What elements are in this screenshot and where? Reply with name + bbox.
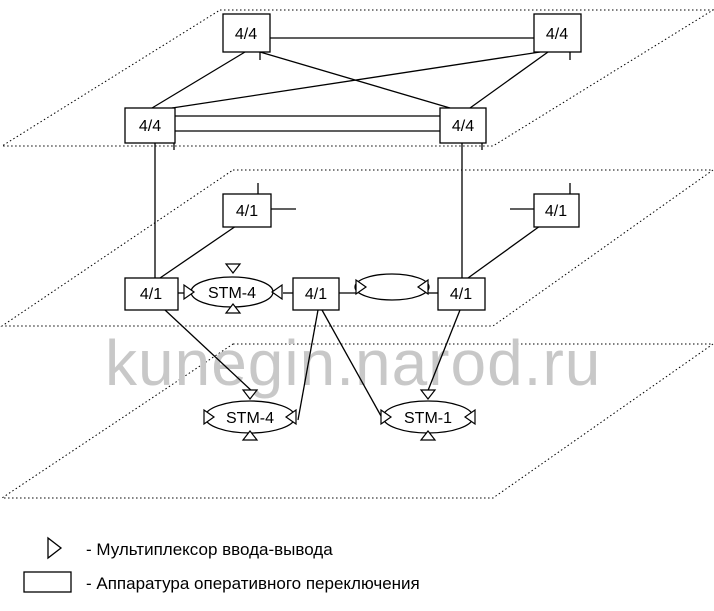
mux-triangle-icon (284, 408, 297, 426)
xc-node-access-right: 4/1 (437, 277, 486, 311)
mux-triangle-icon (355, 278, 368, 296)
node-label: 4/4 (235, 26, 257, 43)
xc-node-mid-left: 4/4 (124, 107, 176, 144)
link-right-to-stm1 (426, 309, 461, 394)
plane-top (0, 9, 714, 147)
node-label: 4/4 (452, 118, 474, 135)
link-upper-right-to-right (467, 225, 541, 279)
mux-triangle-icon (241, 430, 259, 441)
ring-upper-right (354, 273, 430, 301)
ring-ellipse (354, 273, 430, 301)
xc-node-top-left: 4/4 (222, 13, 271, 53)
watermark: kunegin.narod.ru (105, 327, 601, 399)
ring-label: STM-4 (226, 410, 274, 427)
mux-triangle-icon (416, 278, 429, 296)
xc-node-access-upper-right: 4/1 (533, 193, 580, 228)
link-top-left-mid-left (151, 51, 246, 109)
ring-label: STM-1 (404, 410, 452, 427)
node-label: 4/1 (236, 203, 258, 220)
link-top-right-mid-right (469, 51, 549, 109)
mux-triangle-icon (224, 263, 242, 274)
link-center-to-stm1 (321, 309, 382, 417)
mux-triangle-icon (183, 283, 196, 301)
legend-mux-text: - Мультиплексор ввода-вывода (86, 540, 333, 559)
mux-triangle-icon (224, 303, 242, 314)
ring-stm1-lower: STM-1 (380, 389, 476, 441)
node-label: 4/1 (450, 286, 472, 303)
mux-triangle-icon (380, 408, 393, 426)
mux-legend-icon (47, 536, 63, 560)
mux-triangle-icon (463, 408, 476, 426)
legend: - Мультиплексор ввода-вывода - Аппаратур… (23, 536, 420, 593)
node-label: 4/1 (545, 203, 567, 220)
mux-triangle-icon (419, 430, 437, 441)
xc-node-top-right: 4/4 (533, 13, 582, 53)
node-label: 4/1 (140, 286, 162, 303)
links (151, 37, 571, 421)
link-top-right-mid-left (171, 51, 541, 109)
layer-planes (0, 9, 714, 499)
ring-stm4-lower: STM-4 (203, 389, 297, 441)
mux-triangle-icon (270, 283, 283, 301)
plane-middle (0, 169, 714, 327)
xc-legend-icon (23, 571, 72, 593)
legend-xc-text: - Аппаратура оперативного переключения (86, 574, 420, 593)
link-upper-left-to-left (159, 225, 237, 279)
node-label: 4/4 (546, 26, 568, 43)
link-left-to-stm4-lower (164, 309, 255, 394)
link-center-to-stm4-lower (297, 309, 319, 421)
node-label: 4/1 (305, 286, 327, 303)
xc-node-access-left: 4/1 (124, 277, 179, 311)
plane-bottom (0, 343, 714, 499)
ring-stm4-upper: STM-4 (183, 263, 283, 314)
mux-triangle-icon (203, 408, 216, 426)
xc-node-access-upper-left: 4/1 (222, 193, 272, 228)
xc-node-mid-right: 4/4 (439, 107, 487, 144)
mux-triangle-icon (241, 389, 259, 400)
node-label: 4/4 (139, 118, 161, 135)
mux-triangle-icon (419, 389, 437, 400)
ring-label: STM-4 (208, 285, 256, 302)
xc-node-access-center: 4/1 (292, 277, 340, 311)
